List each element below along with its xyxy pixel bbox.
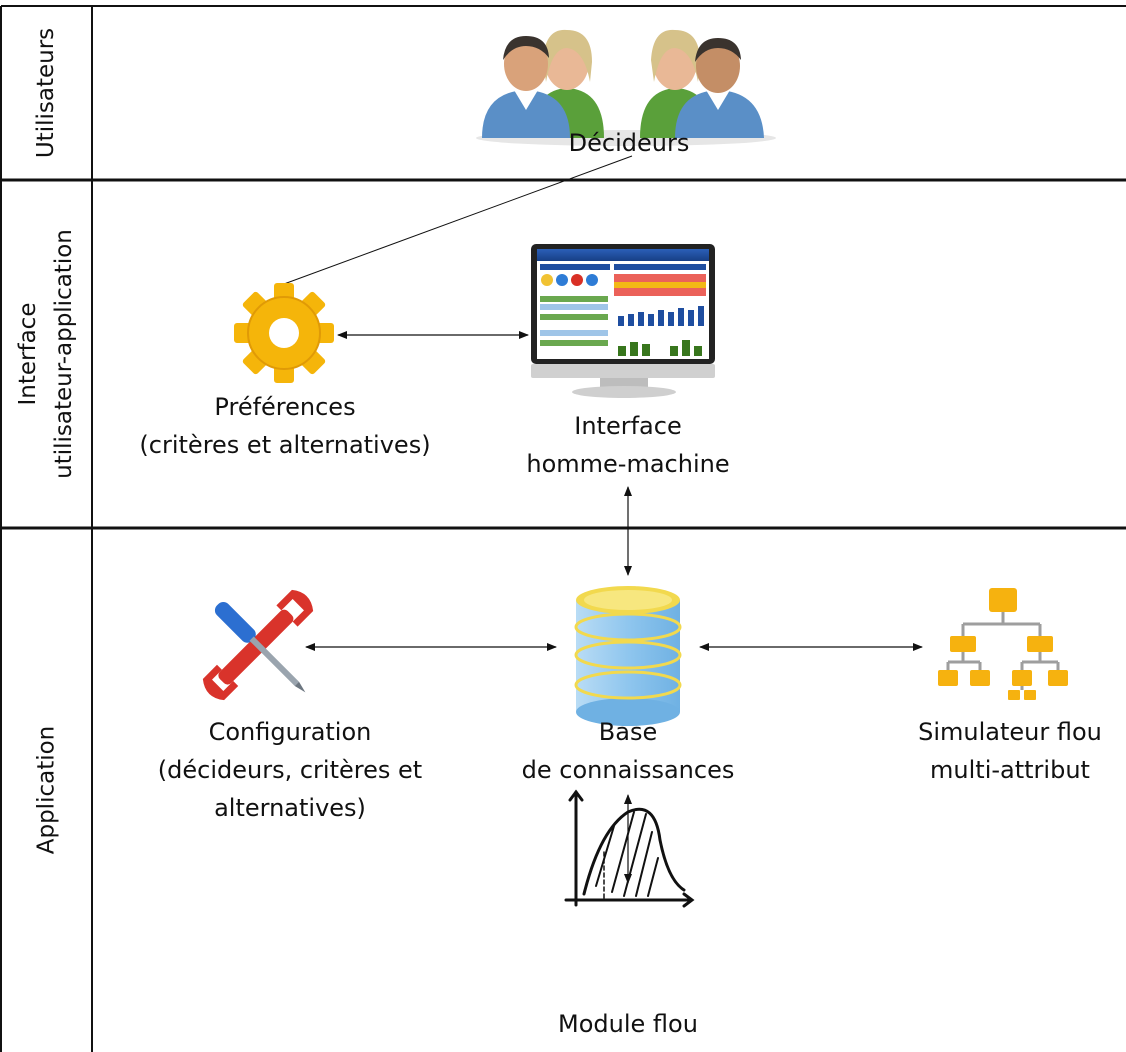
hierarchy-icon [938, 588, 1068, 700]
label-configuration: Configuration (décideurs, critères et al… [157, 718, 423, 822]
arrows [305, 331, 923, 884]
label-ihm: Interface homme-machine [526, 412, 730, 478]
wrench-screwdriver-icon [202, 589, 314, 701]
label-preferences: Préférences (critères et alternatives) [139, 393, 431, 459]
label-base: Base de connaissances [521, 718, 735, 784]
lane-users-title: Utilisateurs [33, 27, 60, 159]
lane-users: Utilisateurs [0, 6, 92, 180]
users-group-icon [476, 29, 776, 146]
lane-application: Application [0, 528, 92, 1052]
lane-interface-title: Interface utilisateur-application [15, 229, 77, 479]
label-simulateur: Simulateur flou multi-attribut [918, 718, 1102, 784]
lane-interface: Interface utilisateur-application [0, 180, 92, 528]
lane-application-title: Application [33, 725, 60, 855]
connector-decideurs-preferences [283, 155, 633, 285]
label-module: Module flou [558, 1010, 698, 1038]
database-icon [574, 586, 682, 726]
monitor-dashboard-icon [531, 244, 715, 398]
lane-grid [0, 5, 1126, 1052]
gear-icon [234, 283, 334, 383]
label-decideurs: Décideurs [568, 129, 690, 157]
fuzzy-curve-icon [564, 789, 695, 908]
